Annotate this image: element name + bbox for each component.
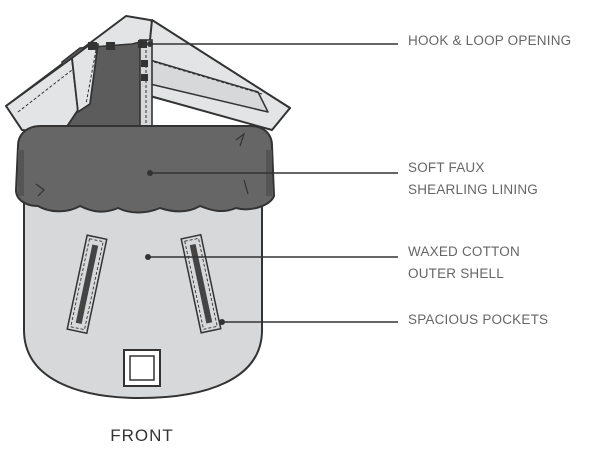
callout-label-shearling-lining: SOFT FAUX SHEARLING LINING [408,157,538,201]
hook-loop-tab [106,42,115,50]
callout-text: SPACIOUS POCKETS [408,312,549,327]
pocket-right-zip [189,244,213,324]
lining-crease [35,132,249,197]
callout-leaders [145,41,398,325]
callout-label-outer-shell: WAXED COTTON OUTER SHELL [408,241,520,285]
pocket-right-stitch [184,237,218,330]
callout-label-spacious-pockets: SPACIOUS POCKETS [408,309,548,331]
hood-left-flap [5,57,79,135]
callout-label-hook-loop-opening: HOOK & LOOP OPENING [408,30,571,52]
callout-text: SHEARLING LINING [408,182,538,197]
hook-loop-tab [138,40,147,48]
hook-loop-tab [141,60,148,67]
callout-text: WAXED COTTON [408,244,520,259]
lining-cuff [14,125,276,214]
hood-left-fold [71,43,99,113]
shearling-lining [14,125,276,214]
pocket-left-zip [75,244,99,324]
hood-stitching [17,49,263,130]
pocket-right [180,233,222,334]
bottom-patch-inner [129,355,155,381]
hood [5,15,291,135]
hook-loop-tab [88,42,97,50]
callout-text: SOFT FAUX [408,160,485,175]
hook-loop-tab [141,74,148,81]
callout-text: OUTER SHELL [408,266,504,281]
view-label: FRONT [110,426,174,445]
pocket-left [66,234,108,335]
pocket-left-stitch [70,238,104,331]
callout-text: HOOK & LOOP OPENING [408,33,572,48]
